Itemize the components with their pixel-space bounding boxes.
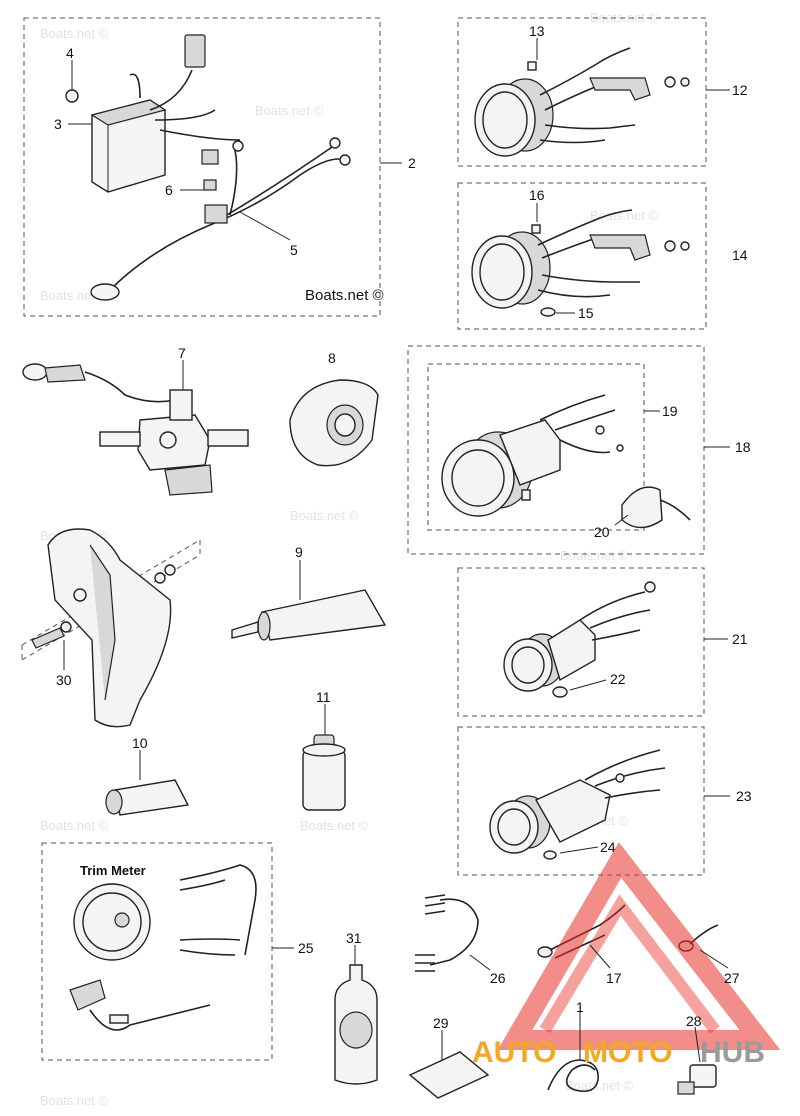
gauge-19 xyxy=(441,394,624,517)
fuel-connector-7 xyxy=(22,363,249,496)
trim-meter-label: Trim Meter xyxy=(80,863,146,878)
can-11 xyxy=(302,734,346,811)
tube-9 xyxy=(231,589,387,641)
callout-2: 2 xyxy=(408,155,416,171)
group-box-23 xyxy=(457,726,705,876)
spring-1 xyxy=(547,1059,599,1093)
callout-19: 19 xyxy=(662,403,678,419)
callout-31: 31 xyxy=(346,930,362,946)
callout-12: 12 xyxy=(732,82,748,98)
bottle-31 xyxy=(334,964,378,1085)
callout-9: 9 xyxy=(295,544,303,560)
callout-11: 11 xyxy=(316,689,331,705)
svg-text:MOTO: MOTO xyxy=(583,1036,672,1069)
gauge-14 xyxy=(471,209,690,317)
automotohub-logo: AUTO MOTO HUB xyxy=(472,842,781,1069)
trim-meter xyxy=(69,864,257,1031)
watermark: Boats.net © xyxy=(590,208,659,223)
callout-18: 18 xyxy=(735,439,751,455)
callout-14: 14 xyxy=(732,247,748,263)
callout-22: 22 xyxy=(610,671,626,687)
bracket-30 xyxy=(21,528,201,728)
group-box-25 xyxy=(41,842,273,1061)
callout-10: 10 xyxy=(132,735,148,751)
watermark: Boats.net © xyxy=(565,1078,634,1093)
gauge-21 xyxy=(503,581,656,698)
callout-3: 3 xyxy=(54,116,62,132)
callout-13: 13 xyxy=(529,23,545,39)
callout-7: 7 xyxy=(178,345,186,361)
callout-30: 30 xyxy=(56,672,72,688)
callout-20: 20 xyxy=(594,524,610,540)
tube-10 xyxy=(105,779,190,816)
group-box-21 xyxy=(457,567,705,717)
watermark: Boats.net © xyxy=(255,103,324,118)
part-20 xyxy=(621,486,691,529)
callout-27: 27 xyxy=(724,970,740,986)
callout-15: 15 xyxy=(578,305,594,321)
sender-28 xyxy=(677,1064,717,1095)
callout-16: 16 xyxy=(529,187,545,203)
callout-26: 26 xyxy=(490,970,506,986)
watermark: Boats.net © xyxy=(300,818,369,833)
watermark: Boats.net © xyxy=(560,548,629,563)
callout-25: 25 xyxy=(298,940,314,956)
callout-29: 29 xyxy=(433,1015,449,1031)
cover-8 xyxy=(289,379,379,467)
watermark: Boats.net © xyxy=(290,508,359,523)
svg-text:AUTO: AUTO xyxy=(472,1036,556,1069)
harness-26 xyxy=(415,894,479,972)
group-box-2 xyxy=(23,17,381,317)
pad-29 xyxy=(408,1051,490,1099)
callout-17: 17 xyxy=(606,970,622,986)
rectifier-regulator xyxy=(65,34,241,193)
callout-28: 28 xyxy=(686,1013,702,1029)
gauge-23 xyxy=(489,749,666,860)
callout-4: 4 xyxy=(66,45,74,61)
gauge-12 xyxy=(474,47,690,157)
svg-text:HUB: HUB xyxy=(700,1036,765,1069)
callout-1: 1 xyxy=(576,999,584,1015)
callout-24: 24 xyxy=(600,839,616,855)
group-box-19 xyxy=(427,363,645,531)
group-box-14 xyxy=(457,182,707,330)
callout-8: 8 xyxy=(328,350,336,366)
wire-harness xyxy=(90,137,351,301)
leader-lines xyxy=(63,38,730,1063)
group-box-18 xyxy=(407,345,705,555)
callout-21: 21 xyxy=(732,631,748,647)
watermark: Boats.net © xyxy=(40,26,109,41)
callout-5: 5 xyxy=(290,242,298,258)
watermark: Boats.net © xyxy=(40,1093,109,1108)
callout-23: 23 xyxy=(736,788,752,804)
callout-6: 6 xyxy=(165,182,173,198)
watermark: Boats.net © xyxy=(40,818,109,833)
callouts: 4 3 2 6 5 7 8 13 12 16 14 15 19 18 20 9 … xyxy=(54,23,752,1031)
watermark-main: Boats.net © xyxy=(305,287,384,304)
